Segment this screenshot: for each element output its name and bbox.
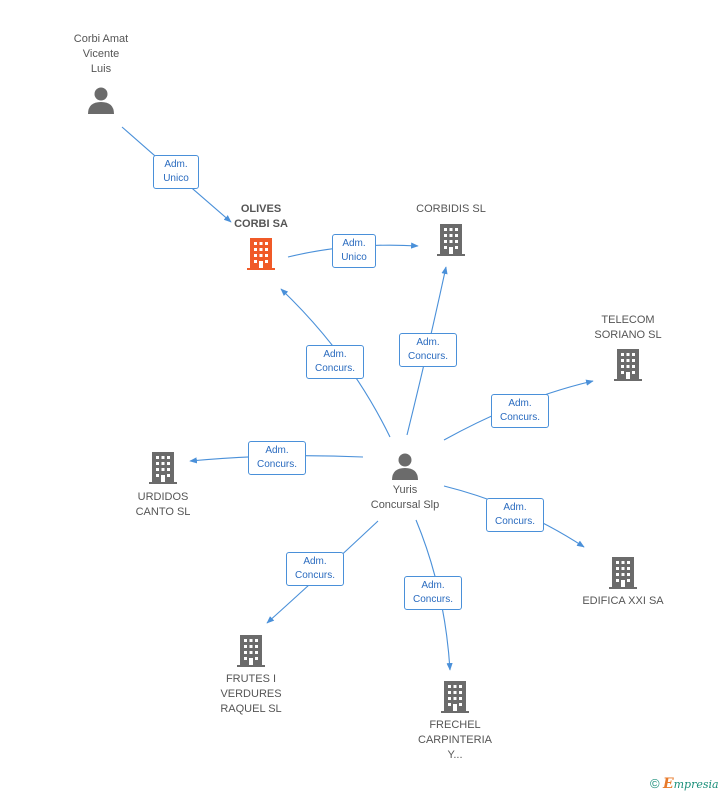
building-icon <box>149 452 177 484</box>
brand-initial: E <box>662 776 674 792</box>
node-label-line: FRUTES I <box>225 673 277 685</box>
badge-line: Unico <box>341 252 367 263</box>
node-edifica-xxi[interactable]: EDIFICA XXI SA <box>572 555 674 609</box>
badge-line: Concurs. <box>256 459 297 470</box>
footer-brand[interactable]: © Empresia <box>650 776 719 792</box>
badge-line: Adm. <box>416 337 440 348</box>
node-label-line: Concursal Slp <box>370 499 440 511</box>
badge-line: Adm. <box>303 556 327 567</box>
node-label-line: VERDURES <box>220 688 282 700</box>
badge-line: Adm. <box>421 580 445 591</box>
edge-badge-yuris-edifica[interactable]: Adm. Concurs. <box>486 498 544 532</box>
edge-badge-yuris-olives[interactable]: Adm. Concurs. <box>306 345 364 379</box>
node-olives-corbi[interactable]: OLIVES CORBI SA <box>218 202 304 272</box>
node-label-line: CARPINTERIA <box>418 734 492 746</box>
node-label-line: CANTO SL <box>135 506 191 518</box>
node-label-line: URDIDOS <box>137 491 189 503</box>
node-label-line: Y... <box>447 749 463 761</box>
node-label-line: TELECOM <box>601 314 655 326</box>
building-icon <box>437 224 465 256</box>
building-icon <box>237 635 265 667</box>
node-corbi-amat[interactable]: Corbi Amat Vicente Luis <box>55 32 147 115</box>
copyright-symbol: © <box>650 776 660 791</box>
node-label-line: OLIVES <box>240 203 282 215</box>
node-label-line: EDIFICA XXI SA <box>582 595 664 607</box>
badge-line: Unico <box>163 173 189 184</box>
node-label-line: CORBIDIS SL <box>416 203 486 215</box>
badge-line: Concurs. <box>499 412 540 423</box>
badge-line: Adm. <box>265 445 289 456</box>
node-telecom-soriano[interactable]: TELECOM SORIANO SL <box>582 313 674 383</box>
node-label-line: Yuris <box>392 484 418 496</box>
node-yuris-concursal[interactable]: Yuris Concursal Slp <box>355 451 455 513</box>
badge-line: Concurs. <box>412 594 453 605</box>
node-frechel-carpinteria[interactable]: FRECHEL CARPINTERIA Y... <box>405 679 505 763</box>
badge-line: Adm. <box>323 349 347 360</box>
building-icon <box>247 238 275 270</box>
edge-badge-yuris-frechel[interactable]: Adm. Concurs. <box>404 576 462 610</box>
edge-badge-yuris-urdidos[interactable]: Adm. Concurs. <box>248 441 306 475</box>
node-corbidis[interactable]: CORBIDIS SL <box>405 202 497 258</box>
badge-line: Concurs. <box>407 351 448 362</box>
badge-line: Concurs. <box>314 363 355 374</box>
brand-logo: Empresia <box>662 776 719 792</box>
node-label-line: SORIANO SL <box>594 329 662 341</box>
edge-badge-olives-corbidis[interactable]: Adm. Unico <box>332 234 376 268</box>
badge-line: Concurs. <box>294 570 335 581</box>
node-label-line: Vicente <box>82 48 120 60</box>
node-label-line: Luis <box>90 63 112 75</box>
edge-badge-yuris-telecom[interactable]: Adm. Concurs. <box>491 394 549 428</box>
building-icon <box>609 557 637 589</box>
edge-badge-yuris-corbidis[interactable]: Adm. Concurs. <box>399 333 457 367</box>
node-label-line: Corbi Amat <box>73 33 129 45</box>
badge-line: Adm. <box>164 159 188 170</box>
node-urdidos-canto[interactable]: URDIDOS CANTO SL <box>117 450 209 520</box>
badge-line: Adm. <box>342 238 366 249</box>
node-label-line: RAQUEL SL <box>220 703 282 715</box>
brand-rest: mpresia <box>673 778 719 791</box>
node-frutes-verdures[interactable]: FRUTES I VERDURES RAQUEL SL <box>205 633 297 717</box>
badge-line: Concurs. <box>494 516 535 527</box>
person-icon <box>392 453 418 480</box>
node-label-line: CORBI SA <box>234 218 288 230</box>
person-icon <box>88 87 114 114</box>
badge-line: Adm. <box>503 502 527 513</box>
building-icon <box>441 681 469 713</box>
edge-badge-corbi-olives[interactable]: Adm. Unico <box>153 155 199 189</box>
node-label-line: FRECHEL <box>429 719 481 731</box>
building-icon <box>614 349 642 381</box>
badge-line: Adm. <box>508 398 532 409</box>
edge-badge-yuris-frutes[interactable]: Adm. Concurs. <box>286 552 344 586</box>
